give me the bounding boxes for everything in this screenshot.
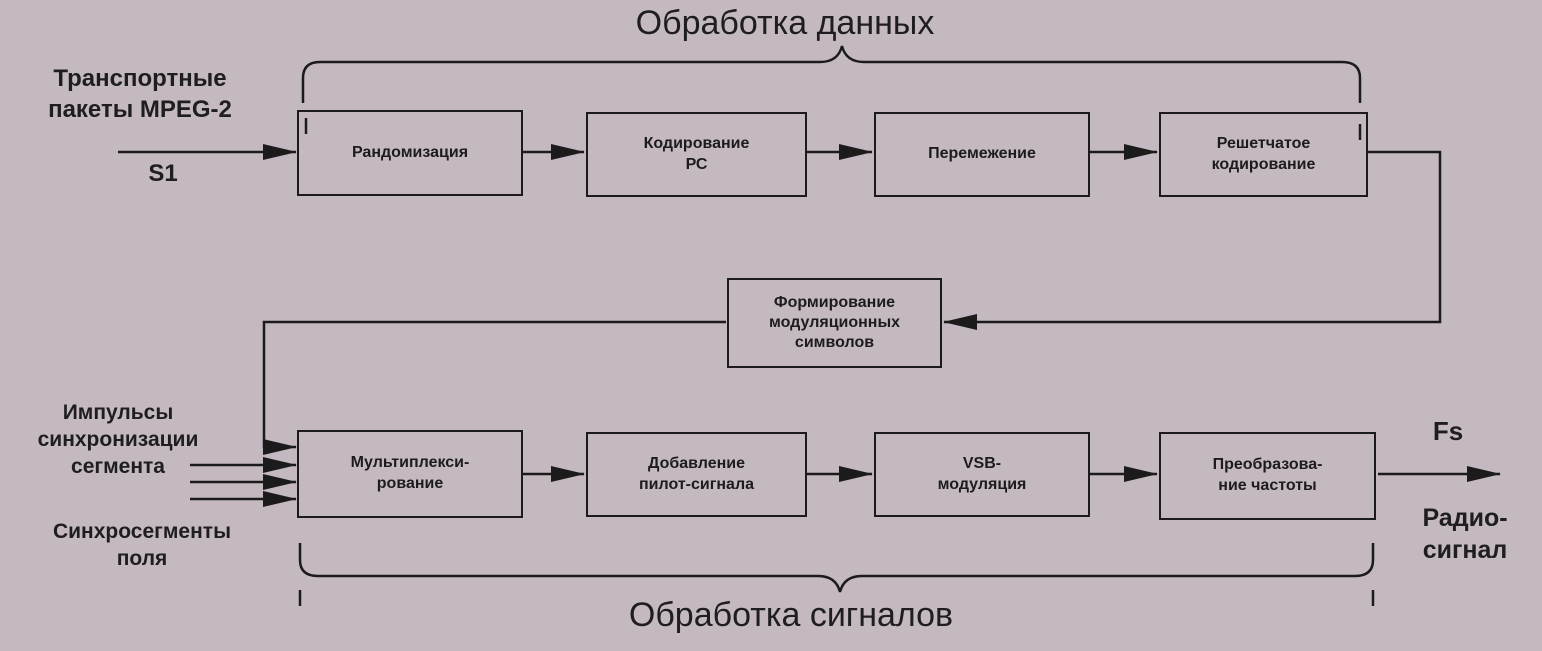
label-s1: S1 [148,160,178,187]
block-randomization: Рандомизация [297,110,523,196]
block-symbol-forming: Формирование модуляционных символов [727,278,942,368]
top-brace [301,45,1362,103]
arrow-trellis-to-symbols [943,150,1442,330]
block-vsb-modulation: VSB- модуляция [874,432,1090,517]
label-field-sync: Синхросегменты поля [52,520,232,571]
label-transport-packets: Транспортные пакеты MPEG-2 [48,65,232,123]
block-pilot-adding: Добавление пилот-сигнала [586,432,807,517]
block-rs-coding: Кодирование РС [586,112,807,197]
label-sync-pulses: Импульсы синхронизации сегмента [37,401,199,478]
title-data-processing: Обработка данных [635,4,935,42]
label-radio-signal: Радио- сигнал [1422,504,1508,564]
arrow-symbols-to-mux [262,320,726,455]
block-interleaving: Перемежение [874,112,1090,197]
label-fs: Fs [1432,416,1464,446]
title-signal-processing: Обработка сигналов [628,596,954,634]
block-trellis-coding: Решетчатое кодирование [1159,112,1368,197]
bottom-brace [298,543,1375,593]
block-multiplexing: Мультиплекси- рование [297,430,523,518]
block-frequency-conversion: Преобразова- ние частоты [1159,432,1376,520]
